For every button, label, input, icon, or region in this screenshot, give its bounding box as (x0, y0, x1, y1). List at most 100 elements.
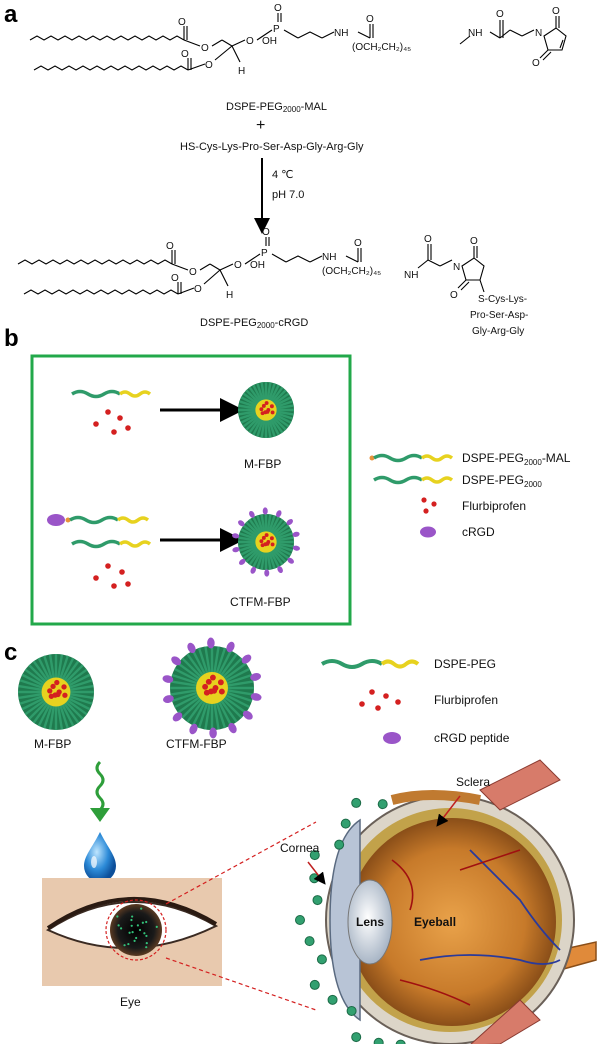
panel-c-letter: c (4, 639, 17, 666)
peg-chain (256, 418, 265, 438)
zoom-line-top (165, 821, 317, 905)
atom-o: O (470, 236, 478, 247)
legend-c-dspe-peg: DSPE-PEG (434, 657, 496, 671)
crgd-ligand (292, 545, 300, 551)
corneal-nanoparticle (295, 915, 305, 925)
peg-chain (252, 384, 263, 402)
peg-chain (260, 551, 266, 570)
panel-b-letter: b (4, 325, 19, 352)
lens (347, 879, 393, 965)
cornea-label: Cornea (280, 841, 320, 855)
micelle-c-2-label: CTFM-FBP (166, 737, 227, 751)
atom-p: P (261, 248, 268, 259)
atom-o: O (274, 3, 282, 14)
nanoparticle-dot (127, 942, 130, 946)
peg-chain (64, 700, 84, 720)
atom-o: O (181, 49, 189, 60)
corneal-nanoparticle (395, 1039, 406, 1044)
eyeball-interior (348, 818, 556, 1026)
peg-chain (60, 657, 75, 681)
crgd-ligand (287, 557, 294, 564)
peg-chain (240, 545, 258, 556)
peg-chain (18, 684, 44, 692)
peg-chain (213, 646, 220, 674)
atom-o: O (171, 273, 179, 284)
lipid-tail (118, 540, 152, 548)
atom-o: O (166, 241, 174, 252)
drug-molecule (54, 679, 60, 686)
flurbiprofen-dots (93, 563, 131, 589)
extraocular-muscle (479, 759, 561, 811)
peg-chain (256, 550, 265, 570)
eye-label: Eye (120, 995, 141, 1009)
peg-chain (267, 382, 276, 402)
peg-chain (240, 413, 258, 424)
product-name-sub: 2000 (257, 321, 275, 330)
peg-chain (170, 689, 198, 696)
peg-chain (270, 518, 284, 535)
peg-chain (68, 684, 94, 692)
peg-chain (273, 546, 290, 560)
peg-chain (274, 543, 294, 552)
nanoparticle-dot (117, 924, 120, 927)
atom-p: P (273, 24, 280, 35)
eye-drop-icon (84, 832, 116, 882)
crgd-ligand (241, 654, 252, 664)
peg-chain (248, 518, 262, 535)
peg-chain (174, 667, 200, 683)
legend-flurbiprofen: Flurbiprofen (462, 499, 526, 513)
peg-chain (238, 543, 258, 552)
crgd-ligand (226, 641, 235, 653)
crgd-ligand (228, 722, 237, 734)
panel-c-legend: DSPE-PEG Flurbiprofen cRGD peptide (320, 657, 510, 745)
nanoparticle-dot (119, 927, 123, 930)
crgd-peptide-line-2: Pro-Ser-Asp- (470, 310, 528, 321)
atom-o: O (552, 6, 560, 17)
row1-inputs (71, 389, 152, 435)
legend-text: DSPE-PEG (462, 473, 524, 487)
crgd-ligand (239, 558, 246, 565)
lens-label: Lens (356, 915, 384, 929)
peg-chain (66, 668, 88, 686)
peg-chain (248, 417, 262, 434)
nanoparticle-dot (130, 918, 133, 922)
peg-chain (170, 680, 198, 687)
peg-chain (37, 703, 52, 727)
peg-chain (240, 396, 258, 407)
drug-molecule (259, 539, 264, 544)
dspe-peg-crgd-structure (17, 237, 485, 295)
zoom-line-bottom (165, 957, 317, 1011)
eye-photo (42, 878, 222, 986)
legend-strand-mal (373, 453, 423, 463)
extraocular-muscle (470, 999, 541, 1044)
legend-sub: 2000 (524, 458, 542, 467)
peg-chain (67, 696, 91, 711)
peg-chain (181, 657, 203, 679)
atom-o: O (450, 290, 458, 301)
atom-o: O (366, 14, 374, 25)
peg-chain (32, 702, 50, 724)
peg-chain (245, 548, 260, 563)
peg-chain (274, 532, 294, 541)
peg-chain (62, 660, 80, 682)
legend-suffix: -MAL (542, 451, 571, 465)
upper-lashes (46, 897, 218, 930)
peg-chain (171, 691, 199, 703)
nanoparticle-dot (131, 915, 134, 918)
legend-c-crgd-swatch (383, 732, 401, 744)
peg-chain (270, 549, 284, 566)
atom-nh: NH (334, 28, 348, 39)
dspe-peg-mal-atom-labels: O O O O H O P O OH NH O (OCH₂CH₂)₄₅ NH O… (178, 3, 560, 77)
peg-chain (181, 697, 203, 719)
peg-chain (275, 404, 294, 410)
nanoparticle-dot (116, 915, 119, 918)
peg-chain (238, 411, 258, 420)
peg-chain (267, 418, 276, 438)
peg-chain (19, 694, 44, 705)
atom-h: H (226, 290, 233, 301)
peg-chain (248, 386, 262, 403)
peg-chain (275, 410, 294, 416)
micelle-c-1-label: M-FBP (34, 737, 71, 751)
peg-chain (62, 702, 80, 724)
nanoparticle-dot (131, 931, 134, 934)
